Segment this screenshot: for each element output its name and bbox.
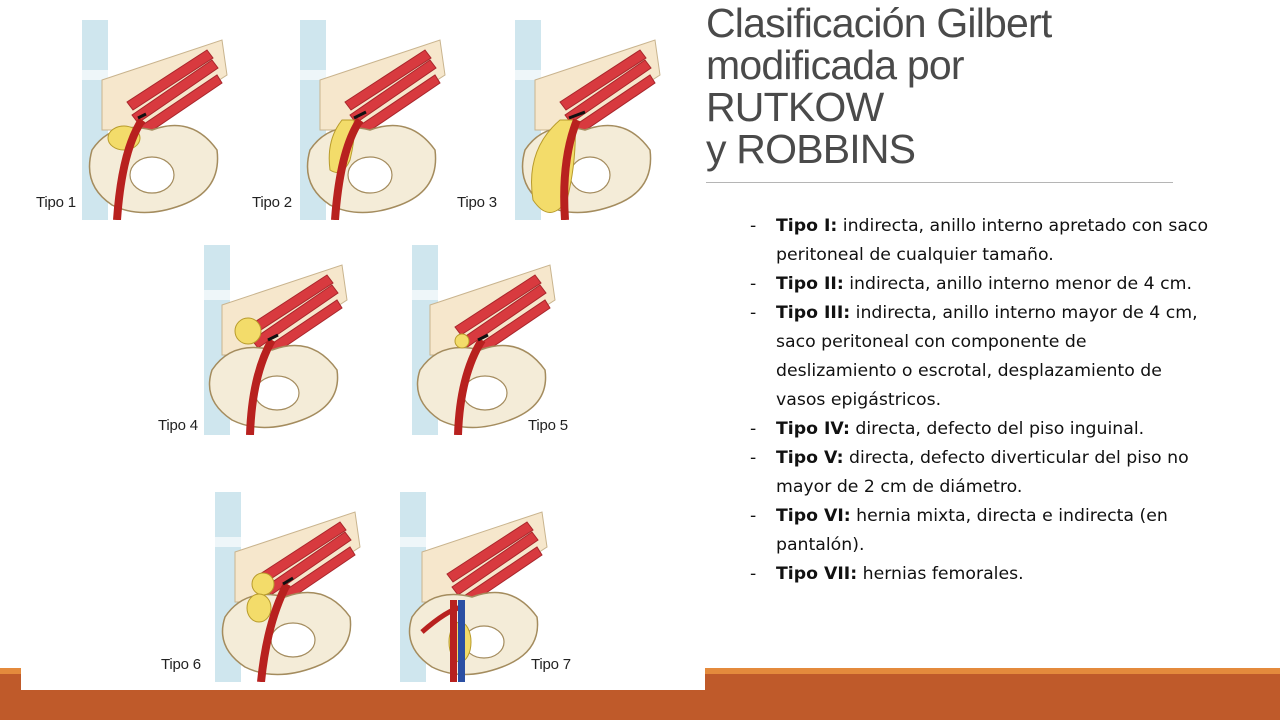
hernia-illustration-6 (215, 492, 361, 682)
bullet-dash: - (750, 274, 757, 294)
bullet-dash: - (750, 419, 757, 439)
bullet-dash: - (750, 506, 757, 526)
title-line-4: y ROBBINS (706, 126, 916, 172)
bullet-dash: - (750, 303, 757, 323)
title-line-2: modificada por (706, 42, 965, 88)
hernia-illustration-5 (412, 245, 556, 435)
list-item: -Tipo III: indirecta, anillo interno may… (750, 299, 1210, 415)
list-item: -Tipo VII: hernias femorales. (750, 560, 1210, 589)
hernia-illustration-7 (400, 492, 548, 682)
figure-caption-7: Tipo 7 (531, 656, 571, 673)
item-text: indirecta, anillo interno mayor de 4 cm,… (776, 303, 1198, 410)
figure-caption-6: Tipo 6 (161, 656, 201, 673)
list-item: -Tipo V: directa, defecto diverticular d… (750, 444, 1210, 502)
figure-caption-5: Tipo 5 (528, 417, 568, 434)
bullet-dash: - (750, 564, 757, 584)
item-text: hernias femorales. (857, 564, 1024, 584)
hernia-illustration-2 (300, 20, 446, 220)
figure-caption-2: Tipo 2 (252, 194, 292, 211)
hernia-illustration-4 (204, 245, 348, 435)
figure-caption-3: Tipo 3 (457, 194, 497, 211)
hernia-illustration-1 (82, 20, 228, 220)
item-label: Tipo III: (776, 303, 851, 323)
item-text: indirecta, anillo interno apretado con s… (776, 216, 1209, 265)
bullet-dash: - (750, 216, 757, 236)
list-item: -Tipo II: indirecta, anillo interno meno… (750, 270, 1210, 299)
item-text: hernia mixta, directa e indirecta (en pa… (776, 506, 1168, 555)
item-label: Tipo I: (776, 216, 838, 236)
item-label: Tipo V: (776, 448, 844, 468)
list-item: -Tipo I: indirecta, anillo interno apret… (750, 212, 1210, 270)
title-line-3: RUTKOW (706, 84, 884, 130)
figure-caption-4: Tipo 4 (158, 417, 198, 434)
slide-title: Clasificación Gilbert modificada por RUT… (706, 2, 1226, 170)
bullet-dash: - (750, 448, 757, 468)
item-label: Tipo VII: (776, 564, 858, 584)
classification-list: -Tipo I: indirecta, anillo interno apret… (750, 212, 1210, 589)
item-label: Tipo VI: (776, 506, 851, 526)
item-text: indirecta, anillo interno menor de 4 cm. (843, 274, 1192, 294)
list-item: -Tipo VI: hernia mixta, directa e indire… (750, 502, 1210, 560)
item-text: directa, defecto diverticular del piso n… (776, 448, 1189, 497)
list-item: -Tipo IV: directa, defecto del piso ingu… (750, 415, 1210, 444)
item-label: Tipo II: (776, 274, 844, 294)
figure-caption-1: Tipo 1 (36, 194, 76, 211)
item-label: Tipo IV: (776, 419, 850, 439)
title-line-1: Clasificación Gilbert (706, 0, 1052, 46)
hernia-illustration-3 (515, 20, 661, 220)
item-text: directa, defecto del piso inguinal. (849, 419, 1145, 439)
title-divider (706, 182, 1173, 183)
